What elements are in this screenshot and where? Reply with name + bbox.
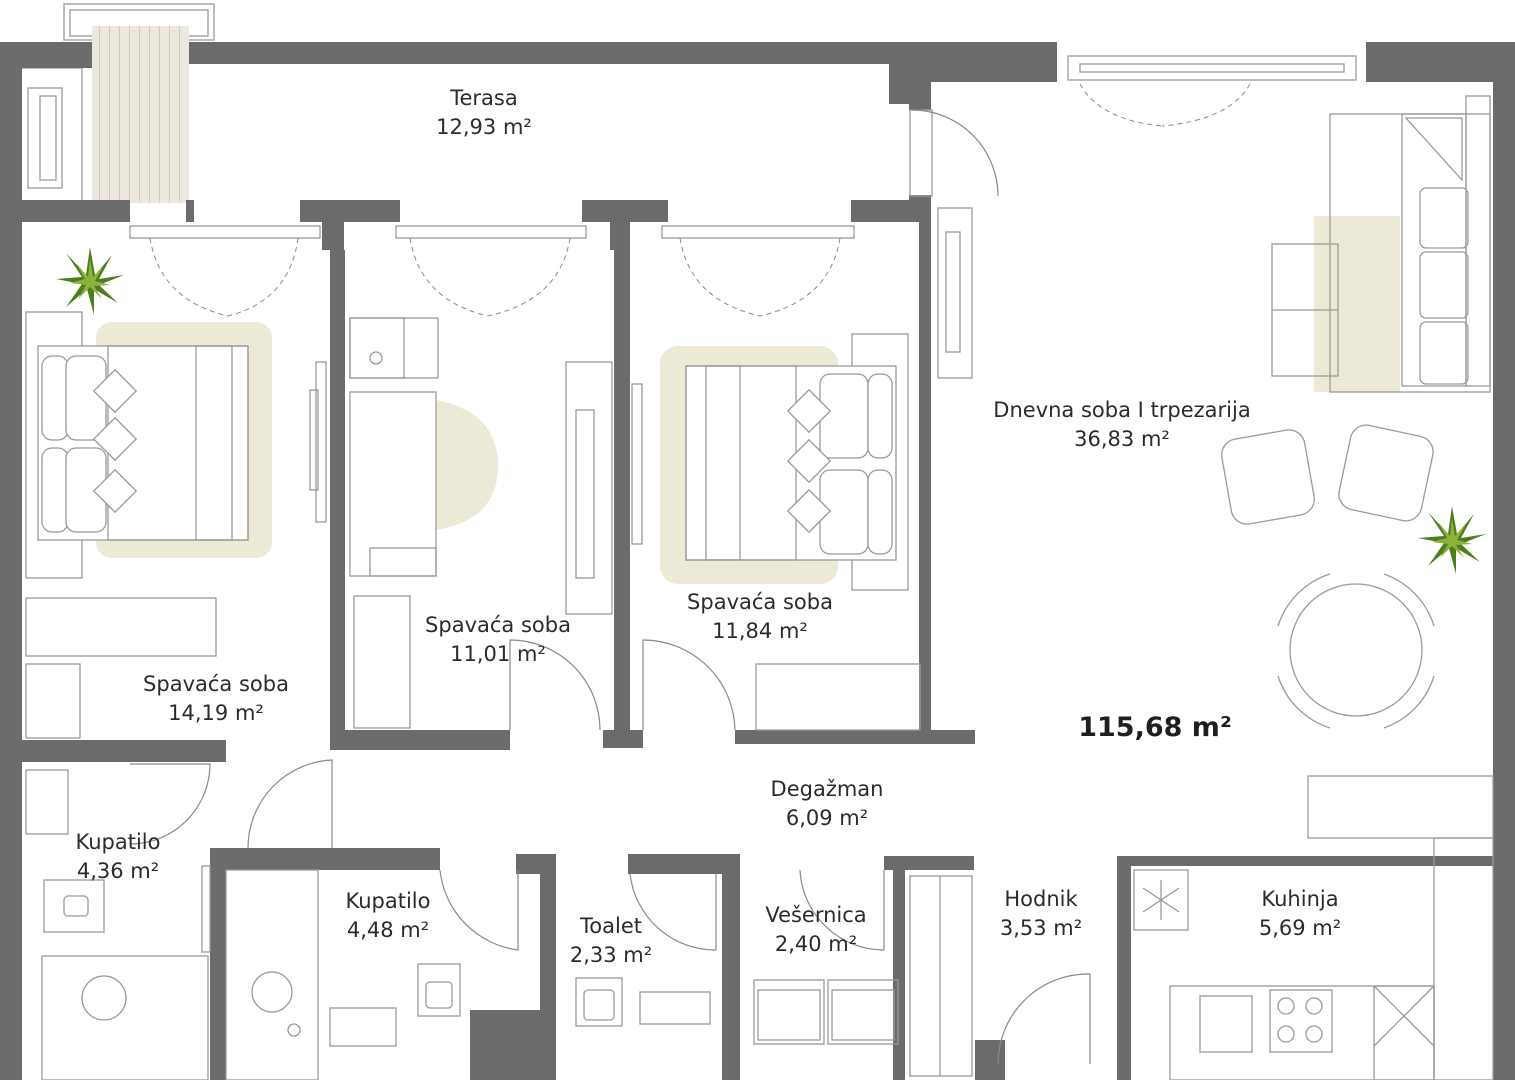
room-label-bath1: Kupatilo 4,36 m² [76,828,161,886]
washing-machine-icon [753,979,825,1045]
room-label-living: Dnevna soba I trpezarija 36,83 m² [993,396,1250,454]
room-label-terrace: Terasa 12,93 m² [436,84,532,142]
bath1-fixtures [25,769,211,1080]
room-label-bath2: Kupatilo 4,48 m² [346,887,431,945]
room-area: 6,09 m² [785,806,869,830]
room-area: 4,36 m² [76,859,160,883]
room-label-bedroom1: Spavaća soba 14,19 m² [143,670,289,728]
bedroom3-furniture [631,333,921,731]
dining-table-icon [1277,573,1435,729]
room-area: 11,84 m² [712,619,808,643]
terrace [19,3,215,209]
bedroom2-furniture [349,317,613,729]
sink-icon [25,769,69,835]
room-label-kitchen: Kuhinja 5,69 m² [1259,885,1341,943]
kitchen-fixtures [1133,775,1494,1080]
toilet-icon [43,879,105,933]
room-name: Toalet [580,914,642,938]
room-name: Vešernica [765,903,867,927]
windows [129,55,1357,379]
toilet-icon [575,977,623,1027]
walls [0,42,1515,1080]
room-area: 12,93 m² [436,115,532,139]
bed-icon [685,365,897,561]
bedroom1-furniture [25,247,327,739]
terrace-deck [92,26,189,203]
toilet-icon [417,963,461,1017]
stove-icon [1269,989,1333,1053]
room-area: 2,40 m² [774,932,858,956]
room-label-laundry: Vešernica 2,40 m² [765,901,866,959]
room-name: Spavaća soba [143,672,289,696]
room-name: Degažman [770,777,884,801]
bed-icon [37,345,249,541]
room-label-toilet: Toalet 2,33 m² [570,912,652,970]
toilet-fixtures [575,977,711,1027]
sink-icon [329,1007,397,1047]
washing-machine-icon [827,979,899,1045]
sink-icon [639,991,711,1025]
snowflake-icon [1133,869,1189,931]
room-area: 3,53 m² [999,916,1083,940]
living-furniture [1221,95,1491,729]
room-name: Spavaća soba [425,613,571,637]
room-area: 2,33 m² [569,943,653,967]
room-name: Kuhinja [1261,887,1339,911]
room-label-bedroom3: Spavaća soba 11,84 m² [687,588,833,646]
sink-icon [1199,995,1253,1053]
corridor-wardrobe [909,875,973,1077]
room-name: Kupatilo [75,830,161,854]
sofa-icon [1329,95,1491,393]
bathtub-icon [41,955,209,1080]
room-area: 36,83 m² [1074,427,1170,451]
doors [129,83,1251,1065]
room-name: Terasa [450,86,518,110]
room-label-bedroom2: Spavaća soba 11,01 m² [425,611,571,669]
bath2-fixtures [225,869,461,1080]
laundry-fixtures [753,979,899,1045]
room-label-corridor: Hodnik 3,53 m² [1000,885,1082,943]
room-area: 5,69 m² [1258,916,1342,940]
room-name: Dnevna soba I trpezarija [993,398,1251,422]
room-name: Kupatilo [345,889,431,913]
room-name: Spavaća soba [687,590,833,614]
total-area: 115,68 m² [1078,712,1232,743]
room-label-hallway: Degažman 6,09 m² [771,775,884,833]
room-name: Hodnik [1004,887,1078,911]
room-area: 4,48 m² [346,918,430,942]
room-area: 11,01 m² [450,642,546,666]
room-area: 14,19 m² [168,701,264,725]
